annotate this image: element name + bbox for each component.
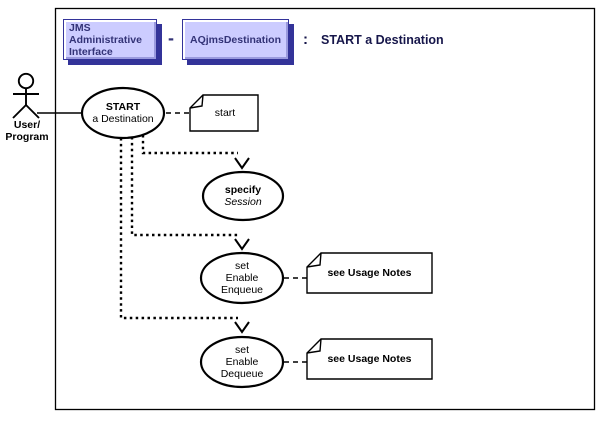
note-enqueue-fold [306,252,322,268]
flow-to-specify-session [141,135,238,155]
diagram-border [54,7,596,411]
jms-admin-interface-box: JMS Administrative Interface [63,19,157,60]
arrowhead-dequeue [234,321,250,334]
note-start-shape [189,94,259,132]
usecase-start-destination-label: START a Destination [82,89,164,137]
usecase-set-enable-dequeue-ellipse [199,335,285,389]
note-enqueue-label: see Usage Notes [327,267,412,279]
header-separator-dash: - [168,27,174,48]
usecase-start-line1: START [105,101,141,113]
usecase-start-destination-ellipse [80,86,166,140]
usecase-set-enable-enqueue-label: set Enable Enqueue [220,260,264,296]
actor-head [17,72,35,90]
note-start-fold [189,94,204,109]
arrowhead-session [234,157,250,170]
aqjms-destination-label: AQjmsDestination [189,33,281,46]
actor-label: User/ Program [5,119,49,143]
note-enqueue-shape [306,252,433,294]
usecase-set-enable-enqueue-ellipse [199,251,285,305]
note-start-label: start [214,107,236,119]
note-dequeue-shape [306,338,433,380]
note-dequeue-fold [306,338,322,354]
header-colon: : [303,31,308,48]
arrowhead-enqueue [234,238,250,251]
aqjms-destination-box: AQjmsDestination [182,19,289,60]
usecase-specify-session-label: specify Session [203,173,283,219]
diagram-title: START a Destination [321,33,444,47]
usecase-specify-session-ellipse [201,170,285,222]
actor-figure [12,72,40,119]
usecase-start-line2: a Destination [92,113,154,125]
note-dequeue-label: see Usage Notes [327,353,412,365]
usecase-set-enable-dequeue-label: set Enable Dequeue [220,344,264,380]
flow-to-set-enable-dequeue [119,138,238,320]
usecase-session-line2: Session [224,196,262,208]
jms-admin-interface-label: JMS Administrative Interface [69,21,142,58]
usecase-session-line1: specify [224,184,262,196]
